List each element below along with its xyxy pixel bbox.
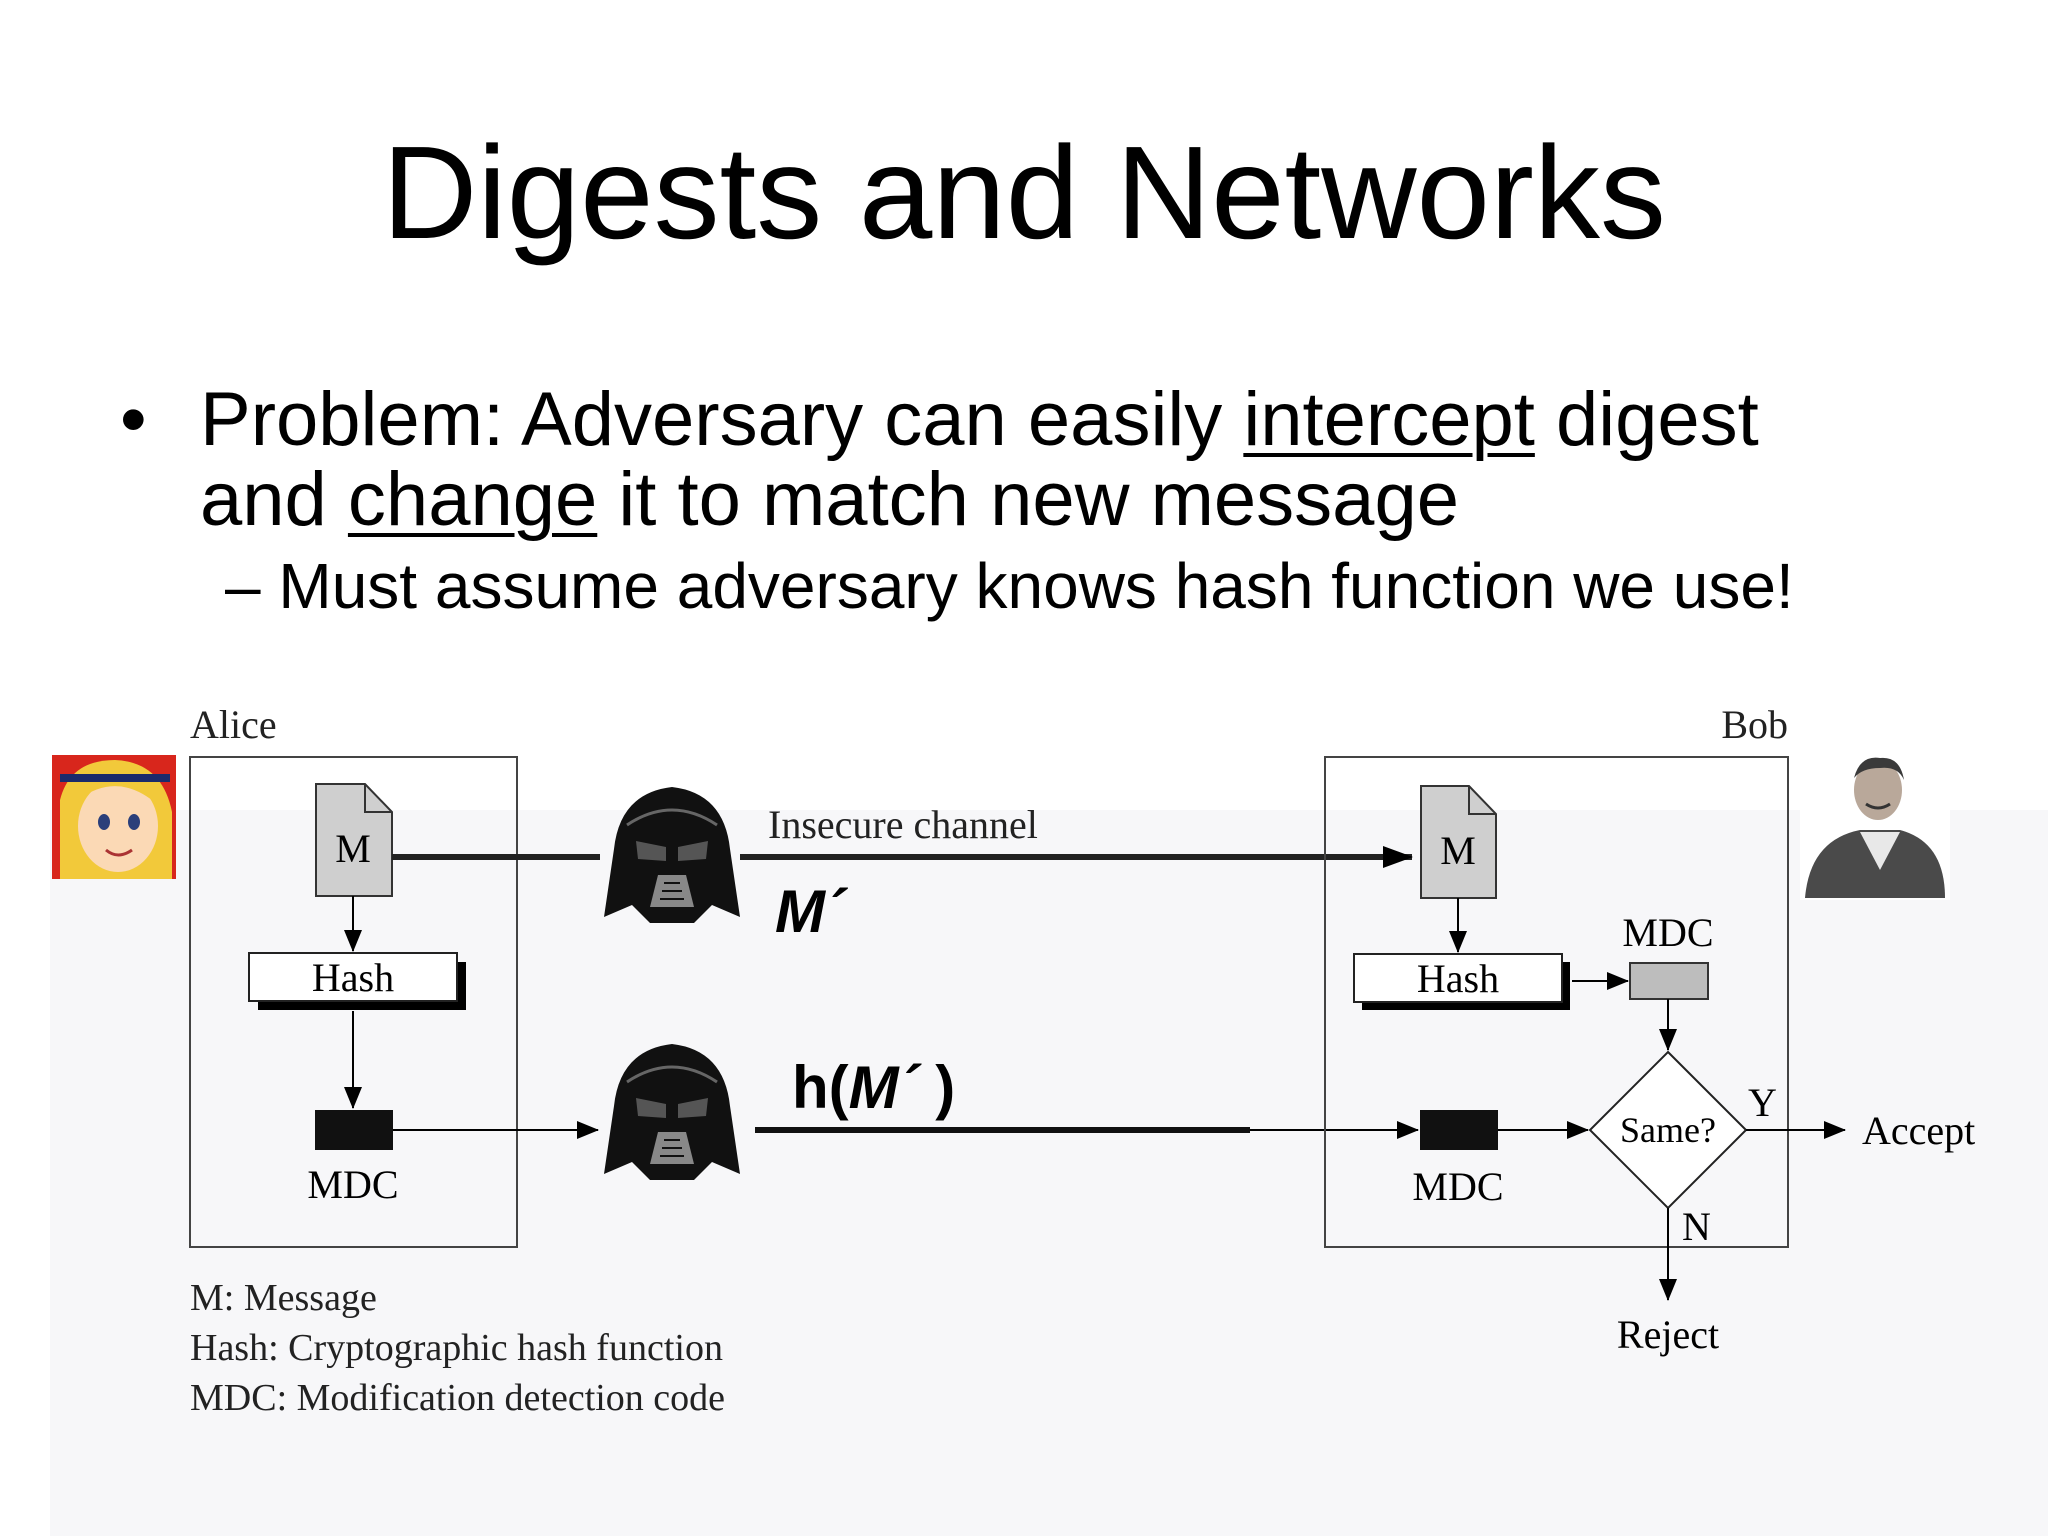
bob-label: Bob [1721,702,1788,747]
bob-box [1324,756,1789,1248]
diagram-background [50,810,2048,1536]
compare-label: Same? [1620,1110,1716,1150]
alice-icon [52,755,176,879]
altered-hash-label: h(M´ ) [792,1054,955,1121]
bullet-line-2: and change it to match new message [200,458,1459,542]
bullet-text-1b: digest [1534,377,1759,462]
bullet-text-2b: it to match new message [597,457,1459,542]
bullet-line-1: Problem: Adversary can easily intercept … [200,378,1759,462]
alice-hash-label: Hash [312,955,394,1000]
alice-mdc-label: MDC [307,1162,398,1207]
adversary-icon-top [604,787,740,923]
alice-box [189,756,518,1248]
alice-hash-box: Hash [248,952,466,1010]
bob-hash-label: Hash [1417,956,1499,1001]
bob-received-mdc-label: MDC [1412,1164,1503,1209]
bob-doc-label: M [1440,828,1476,873]
sub-bullet: – Must assume adversary knows hash funct… [225,550,1794,622]
no-label: N [1682,1204,1711,1249]
bob-computed-mdc-label: MDC [1622,910,1713,955]
bob-icon [1800,750,1950,900]
legend-item: MDC: Modification detection code [190,1377,725,1419]
yes-label: Y [1748,1080,1777,1125]
underlined-change: change [347,457,598,542]
alice-label: Alice [190,702,277,747]
altered-hash-suffix: ) [919,1054,956,1121]
bullet-dot: • [120,377,147,462]
alice-doc-label: M [335,826,371,871]
bob-received-mdc-block [1420,1110,1498,1150]
legend-item: Hash: Cryptographic hash function [190,1327,723,1369]
reject-label: Reject [1617,1312,1719,1357]
slide-title: Digests and Networks [382,119,1666,266]
bob-message-document: M [1420,785,1497,899]
underlined-intercept: intercept [1243,377,1535,462]
accept-label: Accept [1862,1108,1975,1153]
alice-message-document: M [315,783,393,897]
bob-hash-box: Hash [1353,953,1570,1010]
bullet-text-2a: and [200,457,348,542]
altered-message-label: M´ [775,878,848,945]
bullet-text-1a: Problem: Adversary can easily [200,377,1244,462]
adversary-icon-bottom [604,1044,740,1180]
altered-hash-var: M´ [849,1054,922,1121]
legend-item: M: Message [190,1277,377,1319]
alice-mdc-block [315,1110,393,1150]
channel-label: Insecure channel [768,802,1038,847]
altered-hash-prefix: h( [792,1054,849,1121]
bob-computed-mdc-block [1629,962,1709,1000]
